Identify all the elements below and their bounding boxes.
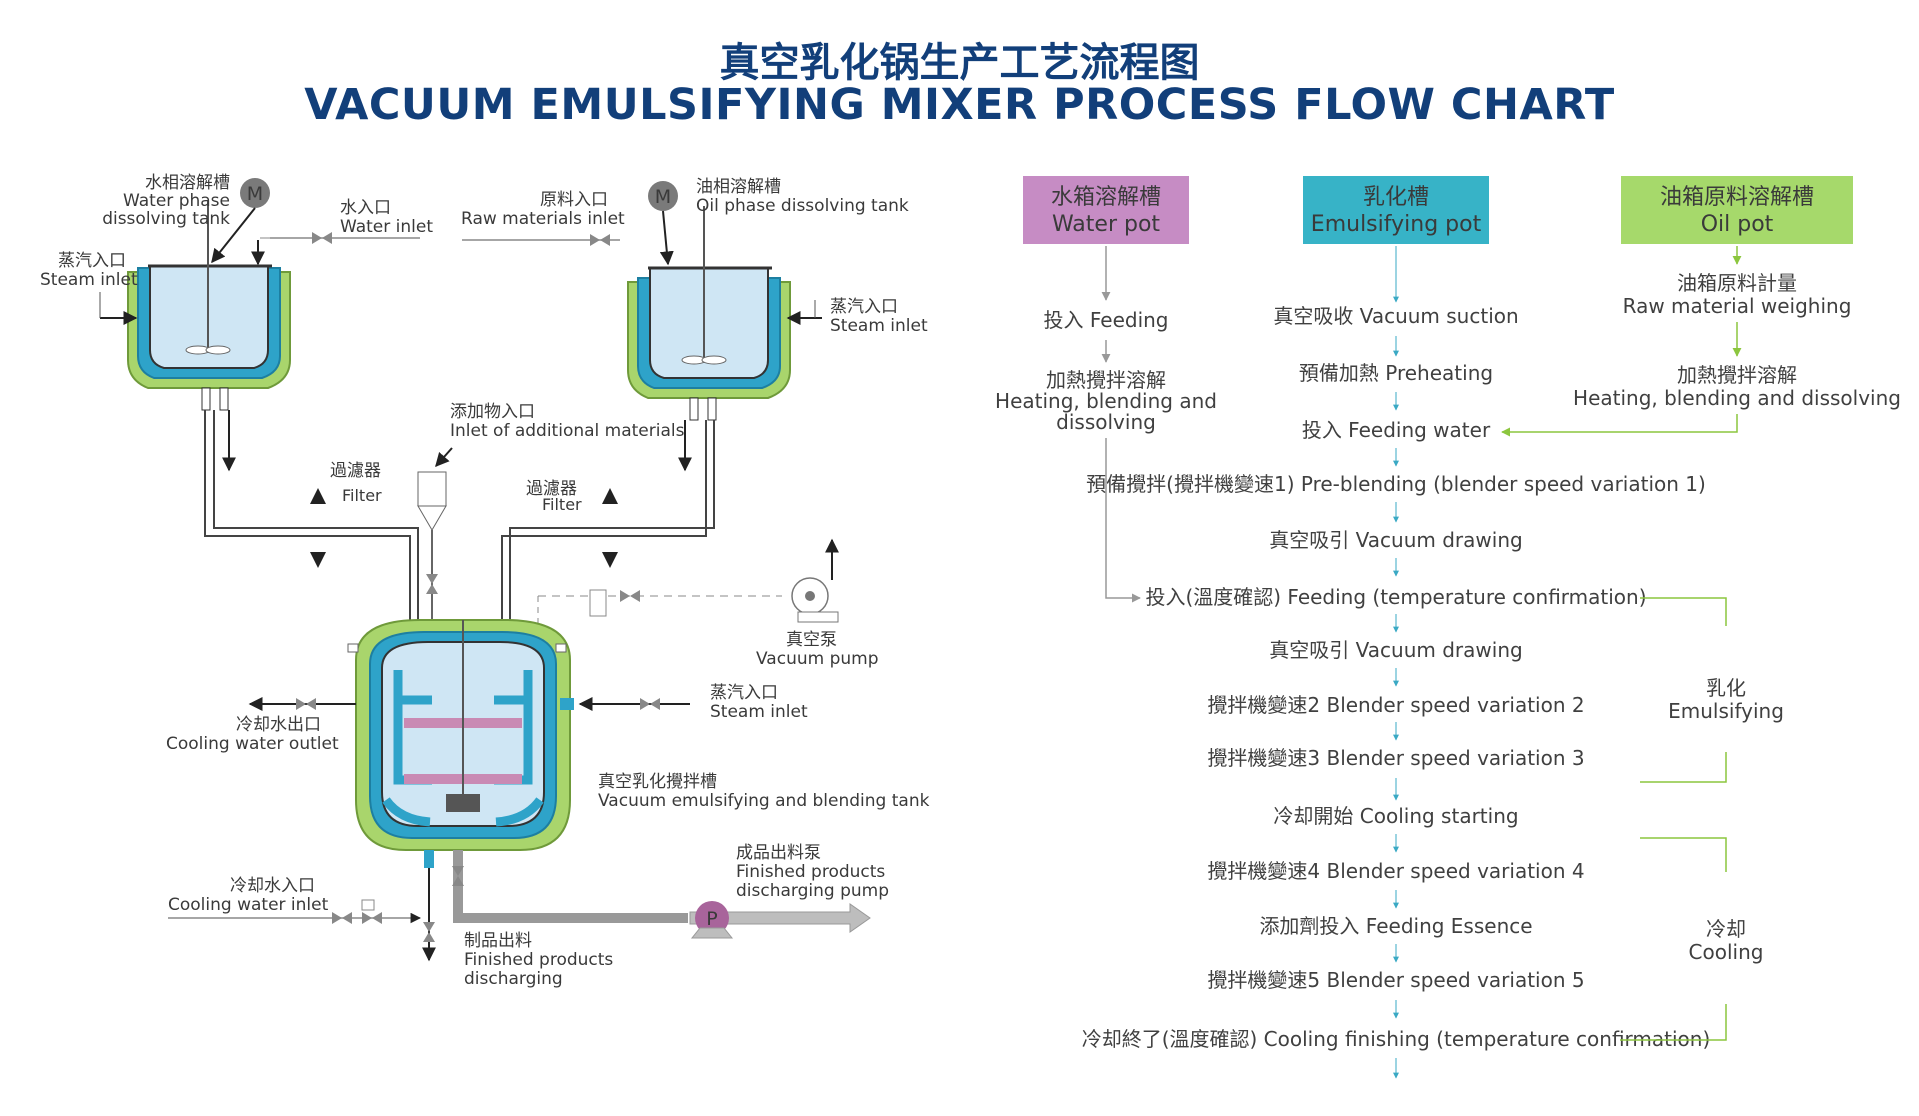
oil-pot-en: Oil pot — [1701, 212, 1774, 237]
cooling-bracket-bottom — [1620, 1004, 1727, 1041]
vacuum-pump-icon — [791, 538, 839, 623]
cooling-bracket-top — [1640, 837, 1727, 872]
cooling-outlet-label-cn: 冷却水出口 — [236, 715, 321, 735]
additional-hopper — [417, 471, 447, 622]
main-step-10: 冷却開始 Cooling starting — [1273, 804, 1518, 828]
valve-icon — [620, 590, 640, 602]
phase-cooling-cn: 冷却 — [1706, 917, 1746, 941]
main-step-11: 攪拌機變速4 Blender speed variation 4 — [1207, 859, 1584, 883]
water-step-heating-cn: 加熱攪拌溶解 — [1046, 368, 1166, 392]
steam-inlet-right-label-en: Steam inlet — [830, 316, 928, 336]
filter-icon — [602, 488, 618, 568]
additional-inlet-label-en: Inlet of additional materials — [450, 421, 685, 441]
water-pot-en: Water pot — [1052, 212, 1160, 237]
transfer-pipe-left — [204, 410, 419, 640]
title-english: VACUUM EMULSIFYING MIXER PROCESS FLOW CH… — [304, 80, 1615, 130]
main-step-1: 真空吸收 Vacuum suction — [1273, 304, 1518, 328]
main-step-7: 真空吸引 Vacuum drawing — [1269, 638, 1522, 662]
main-emulsifying-tank — [347, 619, 574, 868]
phase-emulsifying-cn: 乳化 — [1706, 676, 1746, 700]
additional-inlet-label-cn: 添加物入口 — [450, 402, 535, 422]
main-step-12: 添加劑投入 Feeding Essence — [1259, 914, 1532, 938]
water-tank-motor-label: M — [247, 183, 263, 205]
transfer-pipe-right — [501, 420, 715, 640]
valve-icon — [312, 232, 332, 244]
filter-left-label-cn: 過濾器 — [330, 461, 381, 481]
oil-tank-motor-label: M — [655, 186, 671, 208]
water-pot-cn: 水箱溶解槽 — [1051, 185, 1161, 210]
oil-tank-label-cn: 油相溶解槽 — [696, 177, 781, 197]
main-step-13: 攪拌機變速5 Blender speed variation 5 — [1207, 968, 1584, 992]
water-tank-label-en1: Water phase — [123, 191, 230, 211]
phase-emulsifying-en: Emulsifying — [1668, 699, 1784, 723]
discharge-pump-symbol: P — [706, 908, 717, 930]
discharge-pump-label-en1: Finished products — [736, 862, 885, 882]
main-tank-label-en: Vacuum emulsifying and blending tank — [598, 791, 930, 811]
water-inlet-label-en: Water inlet — [340, 217, 433, 237]
oil-pot-cn: 油箱原料溶解槽 — [1660, 185, 1814, 210]
water-inlet-label-cn: 水入口 — [340, 198, 391, 218]
raw-inlet-label-en: Raw materials inlet — [461, 209, 625, 229]
emulsifying-pot-en: Emulsifying pot — [1311, 212, 1482, 237]
valve-icon — [332, 912, 352, 924]
oil-phase-tank — [627, 206, 791, 421]
oil-tank-label-en: Oil phase dissolving tank — [696, 196, 909, 216]
oil-pot-box: 油箱原料溶解槽 Oil pot — [1621, 176, 1853, 244]
cooling-inlet-label-cn: 冷却水入口 — [230, 876, 315, 896]
filter-left-label-en: Filter — [342, 486, 382, 505]
main-step-9: 攪拌機變速3 Blender speed variation 3 — [1207, 746, 1584, 770]
filter-icon — [310, 488, 326, 568]
main-step-6: 投入(溫度確認) Feeding (temperature confirmati… — [1145, 585, 1646, 609]
products-out-label-en1: Finished products — [464, 950, 613, 970]
water-step-heating-en2: dissolving — [1056, 410, 1156, 434]
oil-step-heating-cn: 加熱攪拌溶解 — [1677, 363, 1797, 387]
oil-step-weighing-cn: 油箱原料計量 — [1677, 271, 1797, 295]
filter-icon — [589, 589, 607, 617]
steam-inlet-left-label-en: Steam inlet — [40, 270, 138, 290]
phase-cooling-en: Cooling — [1689, 940, 1764, 964]
water-pot-box: 水箱溶解槽 Water pot — [1023, 176, 1189, 244]
main-step-4: 預備攪拌(攪拌機變速1) Pre-blending (blender speed… — [1086, 472, 1706, 496]
vacuum-pump-label-cn: 真空泵 — [786, 630, 837, 650]
motor-icon: M — [648, 181, 678, 211]
steam-inlet-right-label-cn: 蒸汽入口 — [830, 297, 898, 317]
filter-right-label-en: Filter — [542, 495, 582, 514]
water-step-heating-en1: Heating, blending and — [995, 389, 1217, 413]
cooling-outlet-label-en: Cooling water outlet — [166, 734, 339, 754]
emulsifying-bracket-top — [1640, 597, 1727, 626]
discharge-pump-label-cn: 成品出料泵 — [736, 843, 821, 863]
products-out-label-cn: 制品出料 — [464, 931, 532, 951]
discharge-pump-label-en2: discharging pump — [736, 881, 889, 901]
water-tank-label-en2: dissolving tank — [102, 209, 230, 229]
main-step-3: 投入 Feeding water — [1302, 418, 1491, 442]
main-step-8: 攪拌機變速2 Blender speed variation 2 — [1207, 693, 1584, 717]
main-step-5: 真空吸引 Vacuum drawing — [1269, 528, 1522, 552]
pump-icon: P — [690, 901, 734, 939]
emulsifying-pot-cn: 乳化槽 — [1363, 185, 1429, 210]
title-chinese: 真空乳化锅生产工艺流程图 — [719, 40, 1200, 86]
water-tank-label-cn: 水相溶解槽 — [145, 173, 230, 193]
oil-step-heating-en: Heating, blending and dissolving — [1573, 386, 1901, 410]
motor-icon: M — [240, 178, 270, 208]
valve-icon — [296, 698, 316, 710]
valve-icon — [640, 698, 660, 710]
steam-inlet-main-label-en: Steam inlet — [710, 702, 808, 722]
main-tank-label-cn: 真空乳化攪拌槽 — [598, 772, 717, 792]
steam-inlet-main-label-cn: 蒸汽入口 — [710, 683, 778, 703]
steam-inlet-left-label-cn: 蒸汽入口 — [58, 251, 126, 271]
water-phase-tank — [127, 200, 291, 411]
valve-icon — [590, 234, 610, 246]
products-out-label-en2: discharging — [464, 969, 563, 989]
water-step-feeding: 投入 Feeding — [1044, 308, 1169, 332]
raw-inlet-label-cn: 原料入口 — [540, 190, 608, 210]
emulsifying-pot-box: 乳化槽 Emulsifying pot — [1303, 176, 1489, 244]
filter-right-label-cn: 過濾器 — [526, 479, 577, 499]
main-step-2: 預備加熱 Preheating — [1299, 361, 1493, 385]
emulsifying-bracket-bottom — [1640, 752, 1727, 783]
oil-step-weighing-en: Raw material weighing — [1623, 294, 1852, 318]
cooling-inlet-label-en: Cooling water inlet — [168, 895, 329, 915]
main-step-14: 冷却終了(溫度確認) Cooling finishing (temperatur… — [1082, 1027, 1711, 1051]
vacuum-pump-label-en: Vacuum pump — [756, 649, 879, 669]
